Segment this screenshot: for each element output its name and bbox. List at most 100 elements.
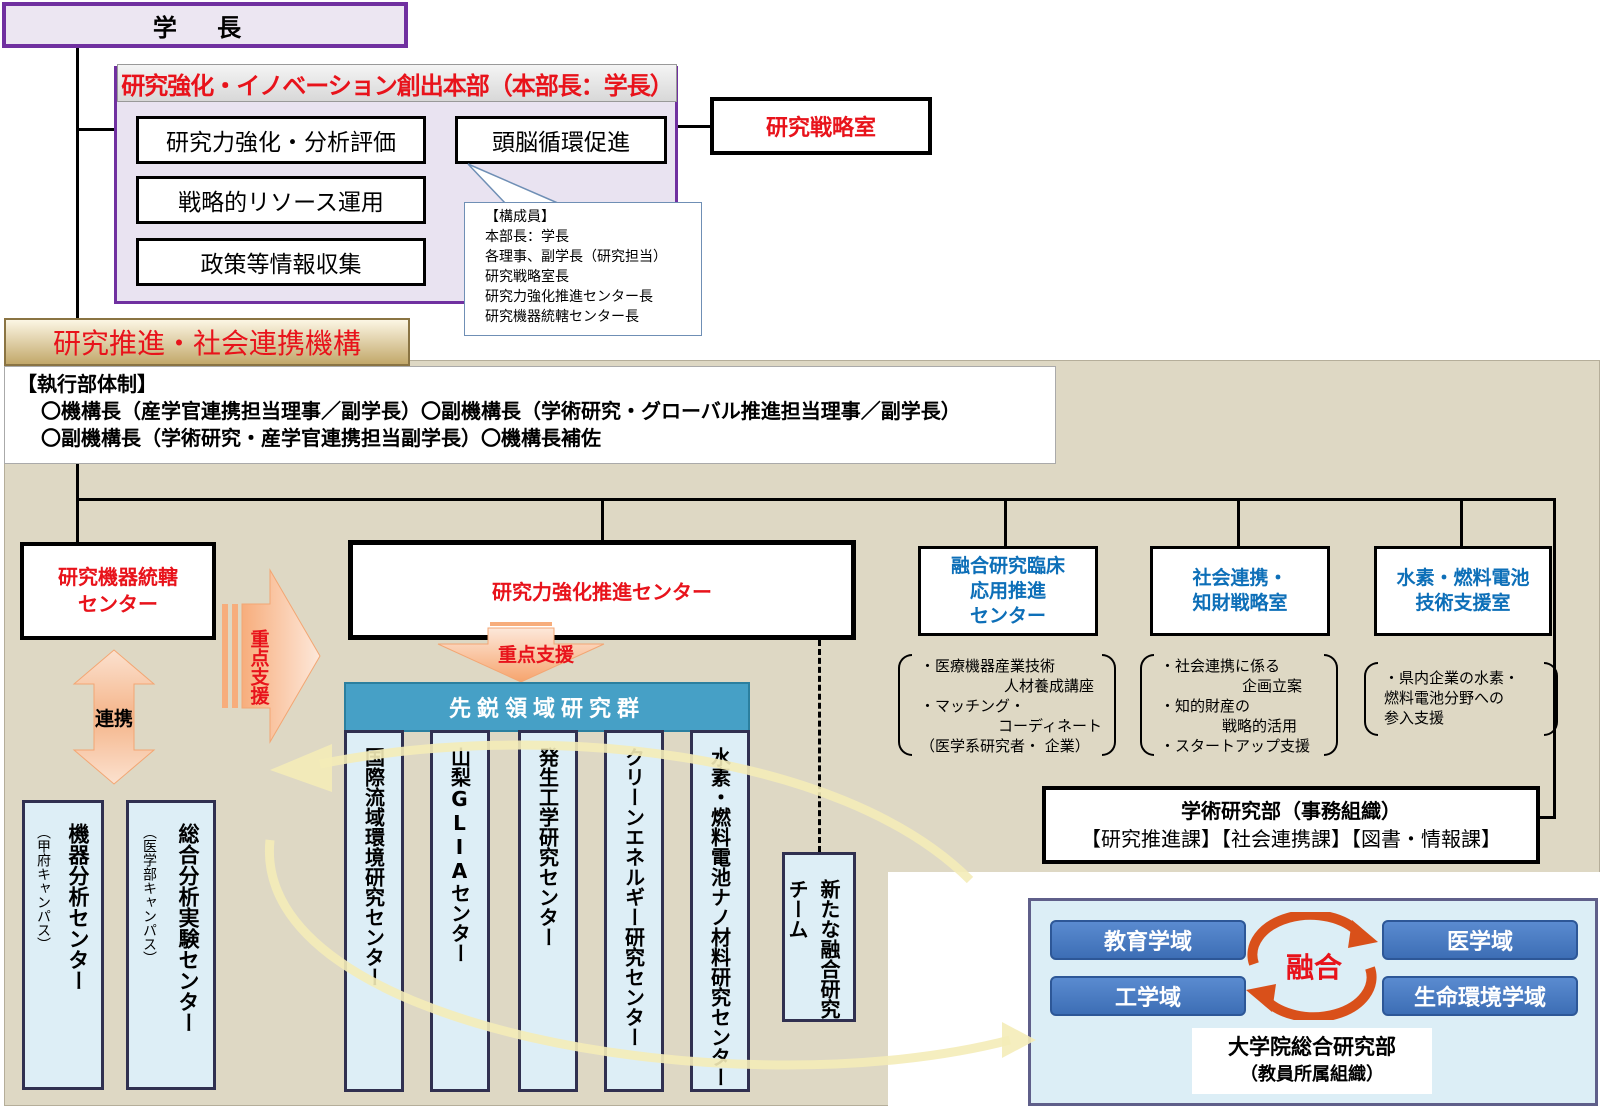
members-title: 【構成員】 xyxy=(485,209,555,225)
hq-item-resource-operation: 戦略的リソース運用 xyxy=(136,176,426,224)
president-label: 学 長 xyxy=(152,13,258,42)
social-connector xyxy=(1237,498,1240,548)
analysis-center-name: 機器分析センター xyxy=(66,823,90,991)
field-medicine: 医学域 xyxy=(1382,920,1578,960)
new-fusion-team-box: 新たな融合研究チーム xyxy=(782,852,856,1022)
fusion-cycle-arrows xyxy=(1246,912,1378,1020)
field-life-environment: 生命環境学域 xyxy=(1382,976,1578,1016)
member-item: 各理事、副学長（研究担当） xyxy=(485,249,667,265)
field-engineering: 工学域 xyxy=(1050,976,1246,1016)
callout-pointer xyxy=(467,163,561,205)
academic-connector xyxy=(1540,816,1556,819)
note-line: ・医療機器産業技術 xyxy=(920,657,1056,675)
social-ip-line: 社会連携・ xyxy=(1192,567,1288,589)
research-center-name: 発生工学研究センター xyxy=(535,747,560,947)
analysis-center-kofu: 機器分析センター （甲府キャンパス） xyxy=(22,800,104,1090)
analysis-center-medical: 総合分析実験センター （医学部キャンパス） xyxy=(126,800,216,1090)
hydrogen-connector xyxy=(1460,498,1463,548)
member-item: 研究戦略室長 xyxy=(485,269,569,285)
exec-line: 〇副機構長（学術研究・産学官連携担当副学長）〇機構長補佐 xyxy=(41,426,601,450)
fusion-clinical-box: 融合研究臨床 応用推進 センター xyxy=(918,546,1098,636)
research-center-clean-energy: クリーンエネルギー研究センター xyxy=(604,730,664,1092)
note-line: 参入支援 xyxy=(1384,709,1445,727)
note-line: 人材養成講座 xyxy=(1004,677,1095,695)
equipment-center-box: 研究機器統轄 センター xyxy=(20,542,216,640)
graduate-name-box: 大学院総合研究部 （教員所属組織） xyxy=(1192,1028,1432,1094)
hydrogen-support-box: 水素・燃料電池 技術支援室 xyxy=(1374,546,1552,636)
org-banner: 研究推進・社会連携機構 xyxy=(4,318,410,366)
hq-item-policy-info: 政策等情報収集 xyxy=(136,238,426,286)
fusion-clinical-line: 応用推進 xyxy=(969,579,1046,602)
exec-connector xyxy=(76,464,79,544)
graduate-subtitle: （教員所属組織） xyxy=(1240,1064,1384,1085)
social-ip-line: 知財戦略室 xyxy=(1192,592,1288,614)
research-center-name: 山梨GLIAセンター xyxy=(447,747,472,963)
analysis-center-campus: （医学部キャンパス） xyxy=(141,825,157,965)
member-item: 本部長：学長 xyxy=(485,229,569,245)
fusion-clinical-notes: ・医療機器産業技術 人材養成講座 ・マッチング・ コーディネート （医学系研究者… xyxy=(898,654,1116,756)
social-ip-notes: ・社会連携に係る 企画立案 ・知的財産の 戦略的活用 ・スタートアップ支援 xyxy=(1140,654,1338,756)
promotion-center-box: 研究力強化推進センター xyxy=(348,540,856,640)
priority-support-top-arrow xyxy=(437,622,605,683)
note-line: ・マッチング・ xyxy=(920,697,1026,715)
promotion-connector xyxy=(601,498,604,540)
strategy-room-box: 研究戦略室 xyxy=(710,97,932,155)
cycle-arrows xyxy=(265,740,1036,1070)
hydrogen-support-line: 技術支援室 xyxy=(1415,592,1511,614)
equipment-center-line: 研究機器統轄 xyxy=(58,565,178,589)
fusion-label: 融合 xyxy=(1285,951,1342,984)
member-item: 研究力強化推進センター長 xyxy=(485,289,653,305)
note-line: （医学系研究者・ 企業） xyxy=(920,737,1090,755)
hq-title: 研究強化・イノベーション創出本部（本部長：学長） xyxy=(117,64,677,102)
research-center-developmental: 発生工学研究センター xyxy=(518,730,578,1092)
president-connector xyxy=(76,48,79,320)
president-box: 学 長 xyxy=(2,2,408,48)
hq-connector xyxy=(76,128,114,131)
note-line: 燃料電池分野への xyxy=(1384,689,1505,707)
note-line: ・社会連携に係る xyxy=(1160,657,1281,675)
analysis-center-campus: （甲府キャンパス） xyxy=(35,825,51,951)
note-line: ・知的財産の xyxy=(1160,697,1251,715)
research-center-glia: 山梨GLIAセンター xyxy=(430,730,490,1092)
hydrogen-support-notes: ・県内企業の水素・ 燃料電池分野への 参入支援 xyxy=(1364,662,1558,736)
equipment-center-line: センター xyxy=(78,592,158,616)
exec-title: 【執行部体制】 xyxy=(17,372,157,396)
priority-support-side-label: 重点支援 xyxy=(247,629,270,705)
note-line: ・スタートアップ支援 xyxy=(1160,737,1311,755)
hydrogen-support-line: 水素・燃料電池 xyxy=(1396,567,1530,589)
cooperation-arrow xyxy=(72,649,156,785)
note-line: 企画立案 xyxy=(1242,677,1303,695)
cooperation-label: 連携 xyxy=(94,707,133,730)
fusion-clinical-line: 融合研究臨床 xyxy=(950,554,1065,577)
horizontal-bus xyxy=(76,498,1556,501)
note-line: ・県内企業の水素・ xyxy=(1384,669,1520,687)
hq-item-brain-circulation: 頭脳循環促進 xyxy=(455,116,667,164)
strategy-room-connector xyxy=(678,125,710,128)
academic-dept-box: 学術研究部（事務組織） 【研究推進課】【社会連携課】【図書・情報課】 xyxy=(1042,786,1540,864)
cutting-edge-header: 先鋭領域研究群 xyxy=(344,682,750,732)
field-education: 教育学域 xyxy=(1050,920,1246,960)
research-center-name: 国際流域環境研究センター xyxy=(361,747,386,987)
analysis-center-name: 総合分析実験センター xyxy=(176,823,200,1033)
social-ip-box: 社会連携・ 知財戦略室 xyxy=(1150,546,1330,636)
academic-dept-sections: 【研究推進課】【社会連携課】【図書・情報課】 xyxy=(1081,827,1501,851)
fusion-clinical-line: センター xyxy=(969,604,1046,627)
fusion-connector xyxy=(1004,498,1007,548)
research-center-name: 水素・燃料電池ナノ材料研究センター xyxy=(707,747,732,1087)
exec-line: 〇機構長（産学官連携担当理事／副学長）〇副機構長（学術研究・グローバル推進担当理… xyxy=(41,399,961,423)
priority-support-side-arrow xyxy=(222,568,321,744)
member-item: 研究機器統轄センター長 xyxy=(485,309,639,325)
team-dashed-connector xyxy=(818,640,821,852)
members-callout: 【構成員】 本部長：学長 各理事、副学長（研究担当） 研究戦略室長 研究力強化推… xyxy=(464,202,702,336)
note-line: 戦略的活用 xyxy=(1222,717,1298,735)
hq-item-research-evaluation: 研究力強化・分析評価 xyxy=(136,116,426,164)
research-center-name: クリーンエネルギー研究センター xyxy=(621,747,646,1047)
research-center-watershed: 国際流域環境研究センター xyxy=(344,730,404,1092)
right-bus xyxy=(1553,498,1556,818)
academic-dept-title: 学術研究部（事務組織） xyxy=(1181,799,1401,823)
graduate-name: 大学院総合研究部 xyxy=(1228,1035,1396,1059)
new-fusion-team-label: 新たな融合研究チーム xyxy=(785,879,841,1019)
exec-box: 【執行部体制】 〇機構長（産学官連携担当理事／副学長）〇副機構長（学術研究・グロ… xyxy=(4,366,1056,464)
priority-support-top-label: 重点支援 xyxy=(497,643,574,666)
research-center-hydrogen-nano: 水素・燃料電池ナノ材料研究センター xyxy=(690,730,750,1092)
